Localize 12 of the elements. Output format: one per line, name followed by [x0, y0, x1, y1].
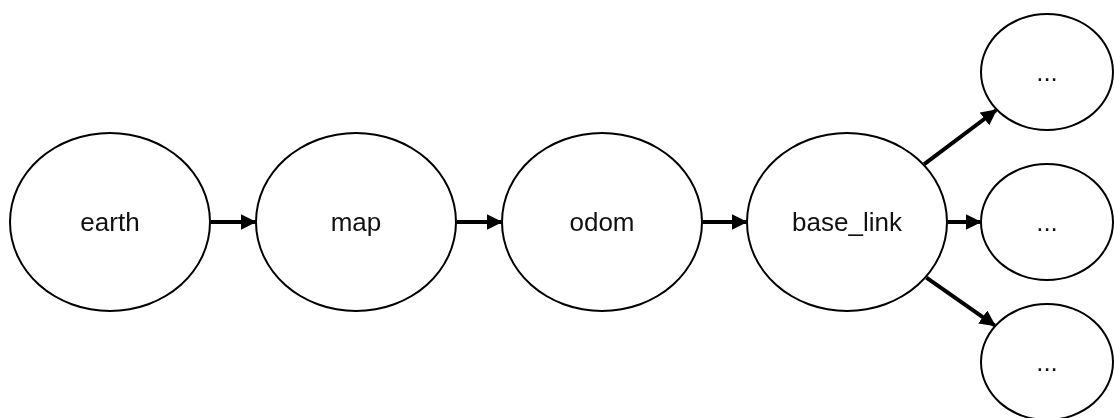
node-label: ... [1036, 206, 1058, 238]
arrow [457, 214, 503, 230]
node-label: odom [569, 206, 635, 238]
arrow [925, 275, 996, 327]
node-label: earth [80, 206, 140, 238]
arrow [703, 214, 748, 230]
arrow [923, 108, 998, 166]
node-label: map [330, 206, 382, 238]
node-label: ... [1036, 346, 1058, 378]
node-label: base_link [792, 206, 902, 238]
arrow [211, 214, 257, 230]
node-label: ... [1036, 56, 1058, 88]
